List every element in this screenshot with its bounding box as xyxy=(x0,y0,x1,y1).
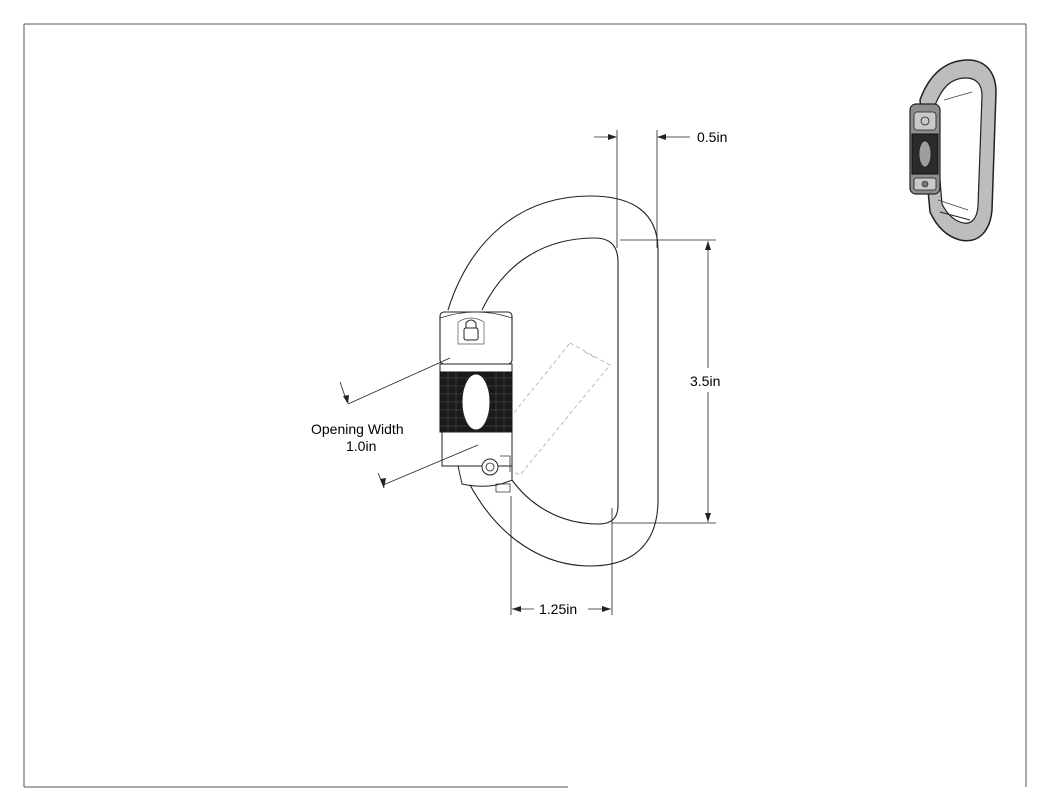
gate-offset-label: 1.25in xyxy=(539,601,577,617)
spine-thickness-label: 0.5in xyxy=(697,129,727,145)
dimension-spine-thickness: 0.5in xyxy=(594,129,727,248)
carabiner-thumbnail-view xyxy=(909,59,997,242)
height-label: 3.5in xyxy=(690,373,720,389)
opening-width-label: Opening Width xyxy=(311,421,404,437)
gate-sleeve-bottom xyxy=(441,431,513,467)
carabiner-outer-outline xyxy=(447,195,659,567)
sheet-border xyxy=(23,23,1027,788)
dimension-opening-width: Opening Width 1.0in xyxy=(311,357,479,489)
dimension-height: 3.5in xyxy=(612,239,720,524)
knurled-grip xyxy=(439,371,513,433)
gate-pin xyxy=(457,455,513,493)
lock-icon xyxy=(457,317,485,345)
opening-width-value: 1.0in xyxy=(346,438,376,454)
carabiner-inner-outline xyxy=(481,237,619,525)
carabiner-main-view xyxy=(439,195,659,567)
gate-sleeve-top xyxy=(439,311,513,365)
dimension-gate-offset: 1.25in xyxy=(510,496,613,617)
grip-window xyxy=(461,373,491,431)
